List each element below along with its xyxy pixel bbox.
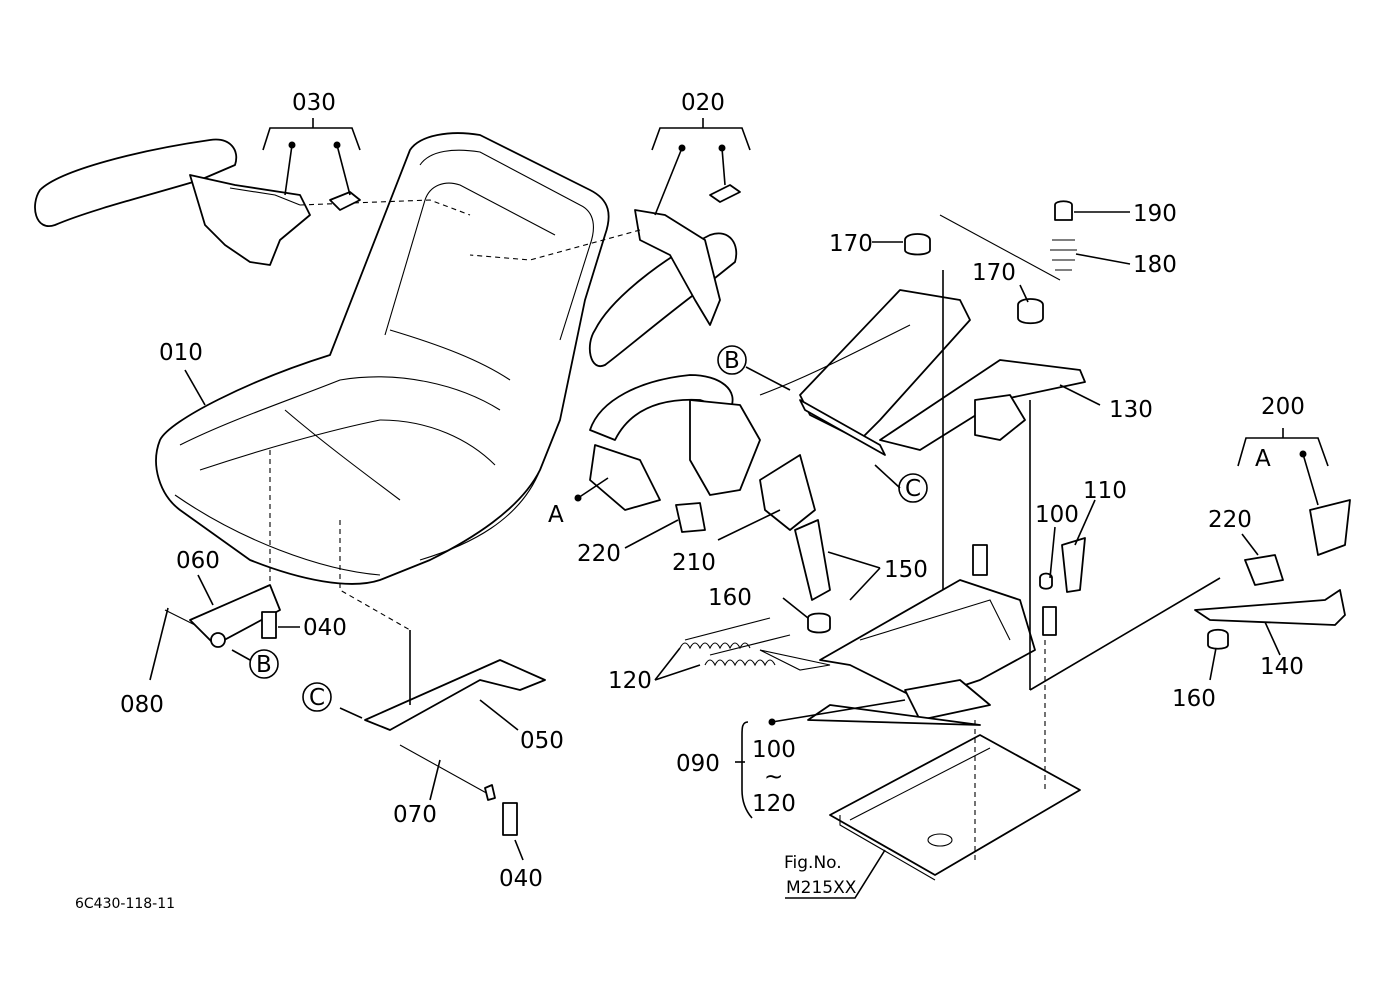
label-180: 180 bbox=[1133, 252, 1177, 278]
label-100: 100 bbox=[1035, 502, 1079, 528]
part-labels: 030 020 010 060 040 080 050 070 040 090 … bbox=[75, 90, 1305, 912]
base-plate-090 bbox=[829, 640, 1081, 881]
label-010: 010 bbox=[159, 340, 203, 366]
label-150: 150 bbox=[884, 557, 928, 583]
drawing-code: 6C430-118-11 bbox=[75, 896, 175, 912]
label-160-right: 160 bbox=[1172, 686, 1216, 712]
fig-number-value: M215XX bbox=[786, 878, 857, 898]
ref-b-upper: B bbox=[724, 348, 740, 374]
label-140: 140 bbox=[1260, 654, 1304, 680]
seat-belt bbox=[589, 374, 816, 533]
label-210: 210 bbox=[672, 550, 716, 576]
label-100-range: 100 bbox=[752, 737, 796, 763]
label-170-left: 170 bbox=[829, 231, 873, 257]
bracket-060 bbox=[164, 584, 281, 648]
ref-a-right: A bbox=[1255, 446, 1271, 472]
label-080: 080 bbox=[120, 692, 164, 718]
label-030: 030 bbox=[292, 90, 336, 116]
armrest-left bbox=[34, 138, 471, 266]
label-190: 190 bbox=[1133, 201, 1177, 227]
label-200: 200 bbox=[1261, 394, 1305, 420]
label-220-right: 220 bbox=[1208, 507, 1252, 533]
armrest-right bbox=[469, 184, 741, 368]
seat-part bbox=[155, 132, 610, 631]
bar-050 bbox=[364, 659, 546, 801]
label-range-separator: ~ bbox=[764, 764, 783, 790]
label-220-left: 220 bbox=[577, 541, 621, 567]
label-090: 090 bbox=[676, 751, 720, 777]
label-110: 110 bbox=[1083, 478, 1127, 504]
ref-c-lower: C bbox=[309, 685, 325, 711]
label-160-middle: 160 bbox=[708, 585, 752, 611]
label-020: 020 bbox=[681, 90, 725, 116]
label-050: 050 bbox=[520, 728, 564, 754]
fig-number-label: Fig.No. bbox=[784, 853, 842, 873]
bracket-140 bbox=[1194, 499, 1351, 650]
label-040-lower: 040 bbox=[499, 866, 543, 892]
label-060: 060 bbox=[176, 548, 220, 574]
bolt-parts bbox=[261, 537, 1086, 836]
seat-rail-assembly bbox=[759, 200, 1086, 456]
suspension-base bbox=[759, 270, 1036, 726]
label-070: 070 bbox=[393, 802, 437, 828]
leader-lines bbox=[149, 118, 1329, 899]
label-120: 120 bbox=[608, 668, 652, 694]
reference-markers bbox=[249, 345, 928, 712]
label-130: 130 bbox=[1109, 397, 1153, 423]
label-040-upper: 040 bbox=[303, 615, 347, 641]
bracket-150 bbox=[794, 519, 831, 634]
label-120-range: 120 bbox=[752, 791, 796, 817]
ref-c-right: C bbox=[905, 476, 921, 502]
label-170-right: 170 bbox=[972, 260, 1016, 286]
ref-a-left: A bbox=[548, 502, 564, 528]
springs bbox=[679, 617, 791, 667]
ref-b-lower: B bbox=[256, 652, 272, 678]
